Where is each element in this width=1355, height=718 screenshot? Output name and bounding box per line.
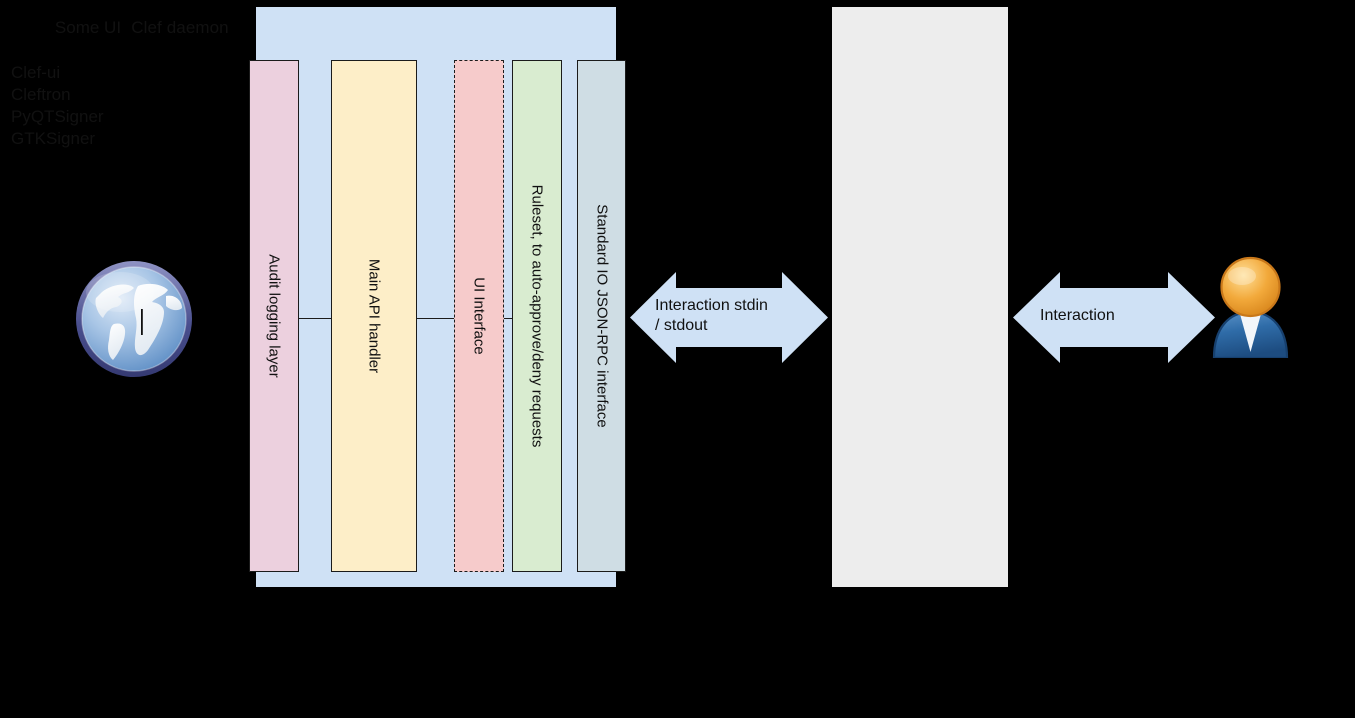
list-item: Cleftron xyxy=(11,85,71,104)
arrow-interaction xyxy=(1013,271,1215,364)
component-stdio-jsonrpc-interface[interactable]: Standard IO JSON-RPC interface xyxy=(577,60,626,572)
globe-icon xyxy=(72,256,199,383)
connector-line xyxy=(298,318,332,319)
connector-line xyxy=(503,318,513,319)
list-item: GTKSigner xyxy=(11,129,96,148)
component-label: Main API handler xyxy=(365,258,383,374)
list-item: PyQTSigner xyxy=(11,107,104,126)
arrow-stdin-stdout xyxy=(630,271,828,364)
some-ui-title: Some UI xyxy=(54,18,122,37)
arrow-stdin-stdout-label: Interaction stdin / stdout xyxy=(655,297,768,334)
component-ui-interface[interactable]: UI Interface xyxy=(454,60,504,572)
component-audit-logging-layer[interactable]: Audit logging layer xyxy=(249,60,299,572)
clef-daemon-container xyxy=(256,7,616,587)
component-label: Ruleset, to auto-approve/deny requests xyxy=(528,184,546,448)
component-label: UI Interface xyxy=(470,277,488,355)
clef-daemon-title: Clef daemon xyxy=(131,18,229,37)
some-ui-list: Clef-ui Cleftron PyQTSigner GTKSigner xyxy=(11,62,171,150)
user-icon xyxy=(1209,256,1292,360)
component-main-api-handler[interactable]: Main API handler xyxy=(331,60,417,572)
component-ruleset[interactable]: Ruleset, to auto-approve/deny requests xyxy=(512,60,562,572)
arrow-interaction-label: Interaction xyxy=(1040,307,1115,324)
component-label: Standard IO JSON-RPC interface xyxy=(593,204,610,428)
list-item: Clef-ui xyxy=(11,63,61,82)
some-ui-panel xyxy=(832,7,1008,587)
connector-line xyxy=(417,318,455,319)
component-label: Audit logging layer xyxy=(265,254,283,378)
